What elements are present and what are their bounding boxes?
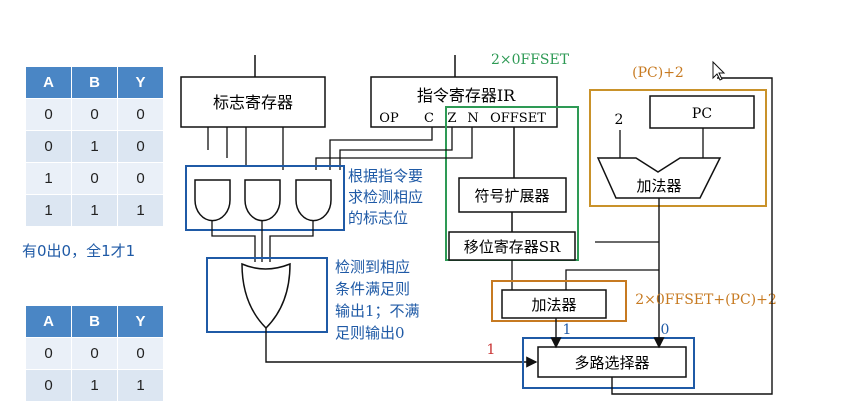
- table-row: 1 0 0: [25, 162, 164, 195]
- table-cell: 0: [117, 337, 164, 370]
- and-rule-note: 有0出0，全1才1: [22, 242, 136, 260]
- table-header-row: A B Y: [25, 66, 164, 99]
- table-cell: 1: [117, 369, 164, 402]
- pc-adder-label: 加法器: [636, 177, 681, 195]
- ir-field-z: Z: [447, 111, 456, 126]
- table-cell: 0: [25, 130, 72, 163]
- col-header-a: A: [25, 66, 72, 99]
- offset-label: 2×0FFSET: [491, 52, 570, 68]
- and-gate-3: [295, 179, 332, 222]
- truth-table-and: A B Y 0 0 0 0 1 0 1 0 0 1 1 1: [25, 66, 164, 227]
- main-adder-output-label: 2×0FFSET+(PC)+2: [635, 292, 777, 308]
- pc-label: PC: [692, 106, 712, 122]
- table-cell: 0: [25, 369, 72, 402]
- shift-register-box: [448, 231, 576, 261]
- table-row: 0 1 0: [25, 130, 164, 163]
- mux-input-1-label: 1: [563, 322, 572, 338]
- table-cell: 0: [71, 98, 118, 131]
- const-2-label: 2: [615, 112, 624, 128]
- and-gates-note: 根据指令要 求检测相应 的标志位: [348, 167, 428, 227]
- main-adder-highlight: [491, 280, 627, 322]
- col-header-b: B: [71, 305, 118, 338]
- ir-condition-wires: [315, 127, 473, 170]
- or-gate-note: 检测到相应 条件满足则 输出1；不满 足则输出0: [335, 258, 424, 342]
- table-row: 0 1 1: [25, 369, 164, 402]
- sign-extender-box: [458, 177, 567, 213]
- table-cell: 1: [25, 194, 72, 227]
- col-header-a: A: [25, 305, 72, 338]
- table-row: 0 0 0: [25, 98, 164, 131]
- mux-box: [537, 346, 687, 378]
- or-to-mux-wire: [265, 328, 538, 368]
- pc2-to-adder-wire: [565, 269, 659, 290]
- or-gate: [241, 262, 291, 330]
- ir-field-op: OP: [379, 111, 399, 126]
- or-gate-highlight: [206, 257, 328, 333]
- table-header-row: A B Y: [25, 305, 164, 338]
- flag-register-label: 标志寄存器: [213, 93, 293, 112]
- table-cell: 0: [117, 130, 164, 163]
- table-cell: 0: [117, 162, 164, 195]
- mux-label: 多路选择器: [574, 354, 649, 372]
- mux-highlight: [522, 337, 695, 389]
- pc-adder: [596, 157, 722, 199]
- and-gates-highlight: [185, 165, 345, 231]
- ir-field-offset: OFFSET: [490, 111, 546, 126]
- table-cell: 0: [117, 98, 164, 131]
- shift-register-label: 移位寄存器SR: [464, 238, 561, 256]
- table-row: 1 1 1: [25, 194, 164, 227]
- truth-table-or: A B Y 0 0 0 0 1 1: [25, 305, 164, 402]
- pc-box: [649, 95, 755, 129]
- flag-register-box: [180, 76, 326, 128]
- mux-select-label: 1: [487, 342, 496, 358]
- and-gate-2: [244, 179, 281, 222]
- and-to-or-wires: [211, 220, 314, 262]
- table-cell: 0: [71, 337, 118, 370]
- table-cell: 0: [71, 162, 118, 195]
- and-gate-1: [194, 179, 231, 222]
- main-adder-box: [501, 289, 607, 319]
- col-header-y: Y: [117, 305, 164, 338]
- table-cell: 0: [25, 98, 72, 131]
- table-cell: 1: [117, 194, 164, 227]
- mux-input-0-label: 0: [661, 322, 670, 338]
- sign-extender-label: 符号扩展器: [474, 187, 549, 205]
- table-cell: 1: [71, 130, 118, 163]
- pc-adder-highlight: [589, 89, 767, 207]
- ir-field-n: N: [467, 111, 478, 126]
- ir-label: 指令寄存器IR: [417, 86, 516, 105]
- flag-bit-wires: [207, 127, 284, 170]
- mux-feedback-wire: [611, 77, 773, 395]
- col-header-y: Y: [117, 66, 164, 99]
- ir-field-c: C: [424, 111, 434, 126]
- main-adder-label: 加法器: [531, 296, 576, 314]
- mouse-cursor-icon: [712, 60, 726, 81]
- pc-plus2-label: (PC)+2: [632, 65, 684, 81]
- ir-box: [370, 76, 558, 128]
